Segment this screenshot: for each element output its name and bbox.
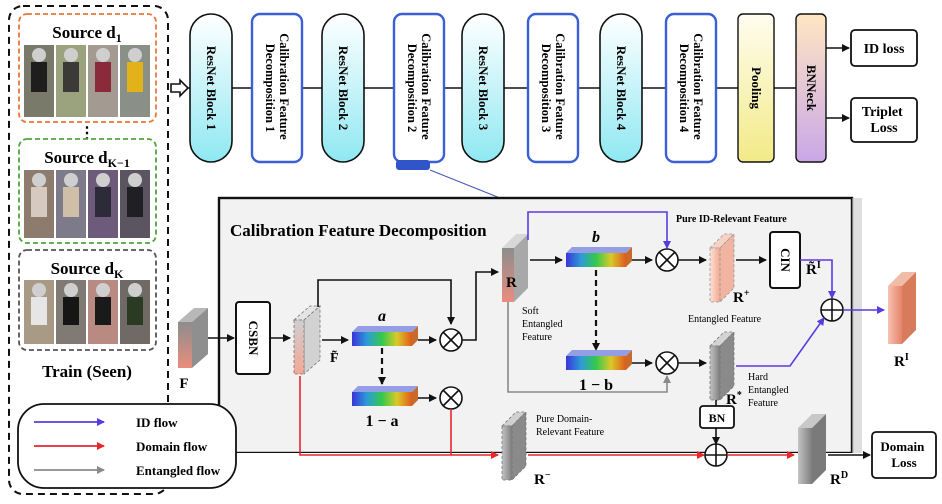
resnet-block-2-label: ResNet Block 2	[336, 46, 351, 131]
cin-label: CIN	[778, 248, 793, 272]
one-minus-a-label: 1 − a	[365, 413, 398, 430]
domain-loss-box: Domain Loss	[871, 431, 937, 479]
train-caption: Train (Seen)	[42, 362, 132, 381]
feature-r: R R	[502, 234, 528, 302]
triplet-loss-label: Triplet Loss	[862, 105, 906, 136]
entangled-feature-label: Entangled Feature	[688, 314, 762, 325]
resnet-block-4: ResNet Block 4	[599, 13, 643, 163]
bnneck-label: BNNeck	[804, 65, 819, 112]
feature-f-tilde: F̃	[292, 305, 339, 375]
bn-label: BN	[709, 411, 726, 425]
r-tilde-label: R̃I	[806, 260, 821, 278]
feature-r-star	[709, 331, 735, 401]
pure-domain-label: Pure Domain- Relevant Feature	[536, 414, 605, 438]
cfd-block-1-label: Calibration Feature Decomposition 1	[263, 33, 291, 142]
b-label: b	[592, 229, 600, 246]
csbn-box: CSBN	[235, 301, 271, 375]
attention-one-minus-a: 1 − a	[352, 386, 418, 430]
r-d-label: RD	[830, 470, 848, 488]
resnet-block-1: ResNet Block 1	[189, 13, 233, 163]
csbn-label: CSBN	[246, 321, 261, 356]
sum-id	[820, 298, 844, 322]
legend-item-id-flow: ID flow	[34, 415, 178, 430]
bn-box: BN	[699, 405, 735, 429]
resnet-block-3-label: ResNet Block 3	[476, 46, 491, 131]
source-group-k-minus-1: Source dK−1	[18, 138, 157, 244]
id-loss-box: ID loss	[850, 29, 918, 67]
cfd-block-1: Calibration Feature Decomposition 1	[250, 12, 304, 164]
train-panel: Source d1 ⋮ Source dK−1	[8, 5, 169, 495]
bnneck-block: BNNeck	[795, 13, 827, 163]
legend-domain-flow-label: Domain flow	[136, 439, 208, 454]
cfd-expand-tab	[396, 160, 430, 170]
multiply-3	[655, 248, 679, 272]
cfd-block-2-label: Calibration Feature Decomposition 2	[405, 33, 433, 142]
source-ellipsis: ⋮	[79, 125, 95, 142]
resnet-block-4-label: ResNet Block 4	[614, 46, 629, 131]
attention-one-minus-b: 1 − b	[566, 350, 632, 394]
f-tilde-label: F̃	[330, 349, 339, 366]
resnet-block-1-label: ResNet Block 1	[204, 46, 219, 131]
cfd-block-2: Calibration Feature Decomposition 2	[392, 12, 446, 170]
r-i-label: RI	[894, 352, 909, 370]
hard-entangled-label: Hard Entangled Feature	[748, 372, 791, 409]
resnet-block-3: ResNet Block 3	[461, 13, 505, 163]
source-k-minus-1-label: Source dK−1	[44, 148, 130, 170]
a-label: a	[378, 308, 386, 325]
legend-id-flow-label: ID flow	[136, 415, 178, 430]
person-thumbnails-1	[24, 45, 150, 117]
attention-a: a	[352, 308, 418, 346]
source-group-k: Source dK	[18, 249, 157, 351]
input-arrow	[170, 78, 190, 98]
r-star-label: R*	[726, 390, 742, 408]
r-minus-label: R−	[534, 470, 551, 488]
cfd-block-4: Calibration Feature Decomposition 4	[664, 12, 718, 164]
resnet-block-2: ResNet Block 2	[321, 13, 365, 163]
feature-r-d	[798, 414, 826, 484]
feature-r-i	[888, 272, 916, 344]
legend-item-domain-flow: Domain flow	[34, 439, 208, 454]
multiply-4	[655, 351, 679, 375]
person-thumbnails-k-minus-1	[24, 170, 150, 238]
cfd-detail-title: Calibration Feature Decomposition	[230, 221, 487, 240]
one-minus-b-label: 1 − b	[579, 377, 613, 394]
source-k-label: Source dK	[51, 259, 124, 281]
legend-entangled-flow-label: Entangled flow	[136, 463, 221, 478]
person-thumbnails-k	[24, 280, 150, 344]
cin-box: CIN	[769, 231, 801, 289]
triplet-loss-box: Triplet Loss	[850, 97, 918, 143]
cfd-block-3: Calibration Feature Decomposition 3	[526, 12, 580, 164]
feature-f: F	[178, 308, 208, 392]
sum-domain	[704, 443, 728, 467]
cfd-block-3-label: Calibration Feature Decomposition 3	[539, 33, 567, 142]
legend: ID flow Domain flow Entangled flow	[17, 403, 237, 489]
pipeline: ResNet Block 1 Calibration Feature Decom…	[188, 12, 918, 170]
attention-b: b	[566, 229, 632, 267]
id-loss-label: ID loss	[864, 42, 905, 57]
feature-r-plus	[709, 233, 735, 303]
source-group-1: Source d1	[18, 13, 157, 123]
multiply-1	[439, 328, 463, 352]
soft-entangled-label: Soft Entangled Feature	[522, 306, 565, 343]
source-1-label: Source d1	[52, 23, 121, 45]
cfd-detail-panel: Calibration Feature Decomposition	[217, 196, 862, 455]
r-plus-label: R+	[733, 288, 750, 306]
r-label: R	[506, 275, 517, 291]
domain-loss-label: Domain Loss	[880, 439, 927, 470]
multiply-2	[439, 386, 463, 410]
pure-id-label: Pure ID-Relevant Feature	[676, 214, 787, 225]
pooling-label: Pooling	[749, 67, 764, 109]
pooling-block: Pooling	[737, 13, 775, 163]
feature-f-label: F	[179, 376, 188, 392]
cfd-block-4-label: Calibration Feature Decomposition 4	[677, 33, 705, 142]
feature-r-minus	[501, 411, 527, 481]
zoom-connector	[429, 169, 501, 199]
legend-item-entangled-flow: Entangled flow	[34, 463, 221, 478]
